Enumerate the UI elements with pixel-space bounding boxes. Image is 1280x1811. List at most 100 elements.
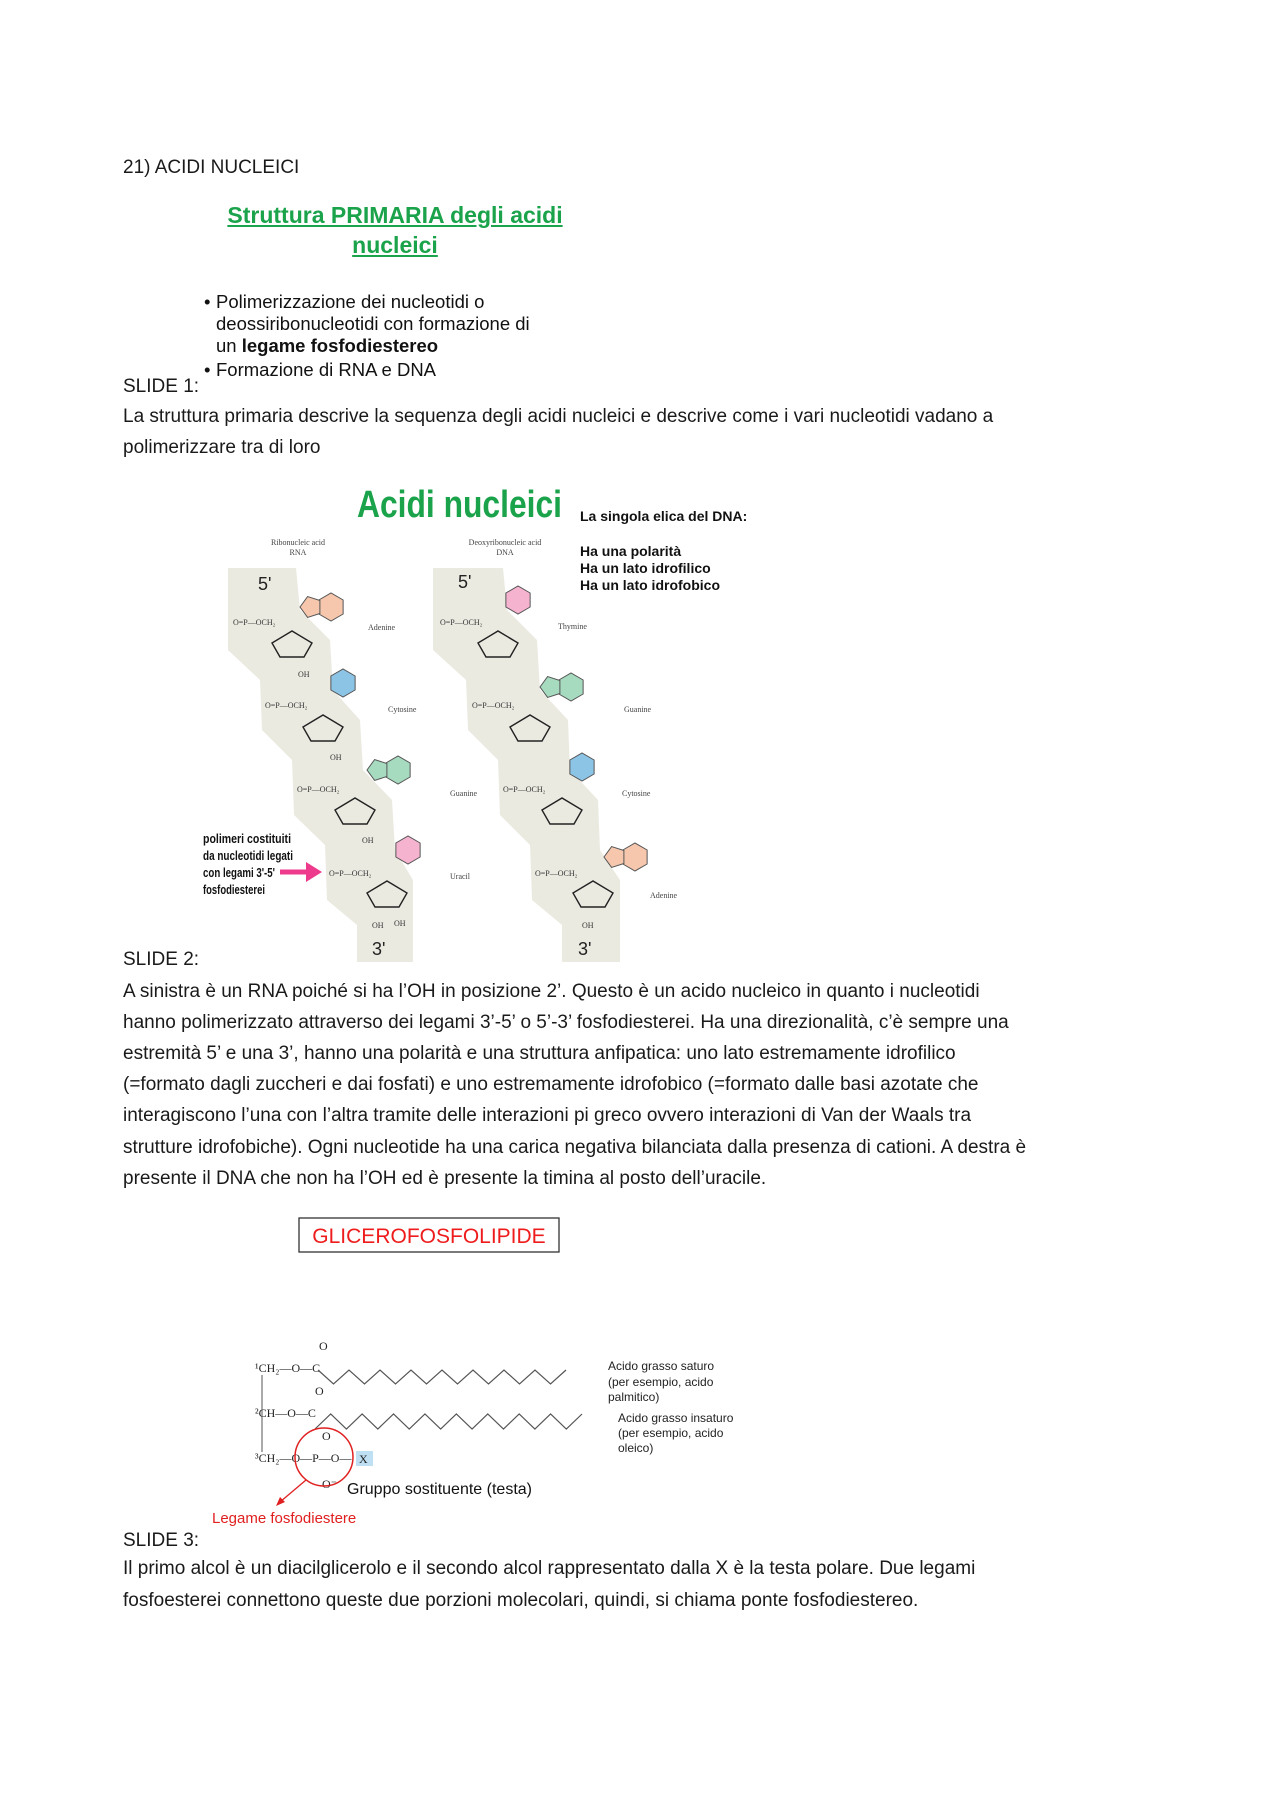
rna-caption: RNA — [290, 548, 307, 557]
x-group: X — [359, 1452, 368, 1466]
unsaturated-label: Acido grasso insaturo — [618, 1411, 734, 1425]
bullet-text: Formazione di RNA e DNA — [216, 359, 437, 380]
annotation-line: da nucleotidi legati — [203, 848, 293, 863]
ribose-sugar-ring — [366, 880, 408, 908]
saturated-label: palmitico) — [608, 1390, 659, 1404]
slide3-title-box — [298, 1217, 560, 1253]
nucleobase-ring — [539, 675, 561, 699]
x-group-box — [356, 1451, 373, 1466]
slide1-label: SLIDE 1: — [123, 376, 200, 397]
ribose-sugar-ring — [271, 630, 313, 658]
ribose-sugar-ring — [334, 797, 376, 825]
slide3-title: GLICEROFOSFOLIPIDE — [312, 1225, 545, 1248]
slide2-text-line: A sinistra è un RNA poiché si ha l’OH in… — [123, 981, 980, 1002]
slide1-text-line: La struttura primaria descrive la sequen… — [123, 406, 994, 427]
slide1-bullet-2: •Formazione di RNA e DNA — [204, 359, 437, 380]
slide3-image: GLICEROFOSFOLIPIDE ¹CH₂—O—C ²CH—O—C ³CH₂… — [212, 1217, 734, 1527]
nucleobase-ring — [330, 668, 356, 698]
slide2-text-line: presente il DNA che non ha l’OH ed è pre… — [123, 1168, 767, 1189]
base-label: Thymine — [558, 622, 587, 631]
dna-3prime: 3' — [578, 939, 591, 959]
glycerol-c2: ²CH—O—C — [255, 1406, 316, 1420]
phosphate-group: O=P—OCH₂ — [440, 618, 483, 627]
slide1-text-line: polimerizzare tra di loro — [123, 437, 321, 458]
slide2-title: Acidi nucleici — [357, 484, 562, 526]
section-heading: 21) ACIDI NUCLEICI — [123, 157, 300, 178]
phosphate-group: O=P—OCH₂ — [297, 785, 340, 794]
annotation-line: fosfodiesterei — [203, 882, 265, 897]
slide1-title-line2: nucleici — [352, 232, 438, 258]
hydroxyl: OH — [362, 836, 374, 845]
rna-5prime: 5' — [258, 574, 271, 594]
slide3-label: SLIDE 3: — [123, 1530, 200, 1551]
annotation-line: polimeri costituiti — [203, 831, 291, 846]
nucleobase-ring — [366, 758, 388, 782]
slide2-text-line: strutture idrofobiche). Ogni nucleotide … — [123, 1137, 1027, 1158]
base-label: Cytosine — [388, 705, 417, 714]
base-label: Adenine — [368, 623, 396, 632]
bond-label: Legame fosfodiestere — [212, 1510, 356, 1527]
slide2-text-line: estremità 5’ e una 3’, hanno una polarit… — [123, 1043, 956, 1064]
dna-5prime: 5' — [458, 572, 471, 592]
dna-caption: Deoxyribonucleic acid — [469, 538, 542, 547]
pink-arrow-icon — [280, 862, 322, 882]
nucleobase-ring — [569, 752, 595, 782]
nucleobase-ring — [385, 755, 411, 785]
phosphodiester-circle — [294, 1427, 354, 1487]
base-label: Cytosine — [622, 789, 651, 798]
dna-side-point: Ha una polarità — [580, 543, 681, 559]
bullet-bold-text: legame fosfodiestereo — [241, 335, 439, 356]
phosphate-group: O=P—OCH₂ — [535, 869, 578, 878]
base-label: Guanine — [624, 705, 652, 714]
slide3-text-line: fosfoesterei connettono queste due porzi… — [123, 1590, 919, 1611]
ribose-sugar-ring — [572, 880, 614, 908]
bullet-text: deossiribonucleotidi con formazione di — [216, 313, 530, 334]
hydroxyl: OH — [330, 753, 342, 762]
dna-side-point: Ha un lato idrofilico — [580, 560, 711, 576]
slide3-text-line: Il primo alcol è un diacilglicerolo e il… — [123, 1558, 976, 1579]
slide2-text-line: interagiscono l’una con l’altra tramite … — [123, 1105, 972, 1126]
phosphate-group: O=P—OCH₂ — [329, 869, 372, 878]
saturated-label: (per esempio, acido — [608, 1375, 714, 1389]
slide2-image: Acidi nucleici La singola elica del DNA:… — [203, 484, 747, 962]
hydroxyl: OH — [372, 921, 384, 930]
red-arrow-icon — [276, 1497, 285, 1506]
ribose-sugar-ring — [302, 714, 344, 742]
slide1-bullet-1: •Polimerizzazione dei nucleotidi o deoss… — [204, 291, 530, 356]
nucleobase-ring — [395, 835, 421, 865]
dna-side-title: La singola elica del DNA: — [580, 508, 747, 524]
ribose-sugar-ring — [541, 797, 583, 825]
ribose-sugar-ring — [477, 630, 519, 658]
rna-3prime: 3' — [372, 939, 385, 959]
nucleobase-ring — [603, 845, 625, 869]
nucleobase-ring — [622, 842, 648, 872]
phosphate-group: O=P—OCH₂ — [265, 701, 308, 710]
slide2-text-line: hanno polimerizzato attraverso dei legam… — [123, 1012, 1009, 1033]
nucleobase-ring — [558, 672, 584, 702]
phosphate-group: O=P—OCH₂ — [503, 785, 546, 794]
hydroxyl: OH — [298, 670, 310, 679]
dna-backbone-band — [433, 568, 620, 962]
head-group-label: Gruppo sostituente (testa) — [347, 1481, 532, 1498]
base-label: Uracil — [450, 872, 471, 881]
base-label: Guanine — [450, 789, 478, 798]
unsaturated-label: (per esempio, acido — [618, 1426, 724, 1440]
glycerol-c3: ³CH₂—O—P—O— — [255, 1451, 352, 1465]
glycerol-c1: ¹CH₂—O—C — [255, 1361, 320, 1375]
phosphate-o-minus: O⁻ — [322, 1477, 337, 1491]
slide2-label: SLIDE 2: — [123, 949, 200, 970]
hydroxyl: OH — [394, 919, 406, 928]
annotation-line: con legami 3'-5' — [203, 865, 275, 880]
rna-backbone-band — [228, 568, 413, 962]
nucleobase-ring — [299, 595, 321, 619]
phosphate-group: O=P—OCH₂ — [472, 701, 515, 710]
ribose-sugar-ring — [509, 714, 551, 742]
carbonyl-oxygen: O — [315, 1384, 324, 1398]
slide1-title-line1: Struttura PRIMARIA degli acidi — [227, 202, 563, 228]
unsaturated-fatty-acid-chain — [314, 1413, 583, 1430]
hydroxyl: OH — [582, 921, 594, 930]
base-label: Adenine — [650, 891, 678, 900]
unsaturated-label: oleico) — [618, 1441, 653, 1455]
dna-side-point: Ha un lato idrofobico — [580, 577, 720, 593]
